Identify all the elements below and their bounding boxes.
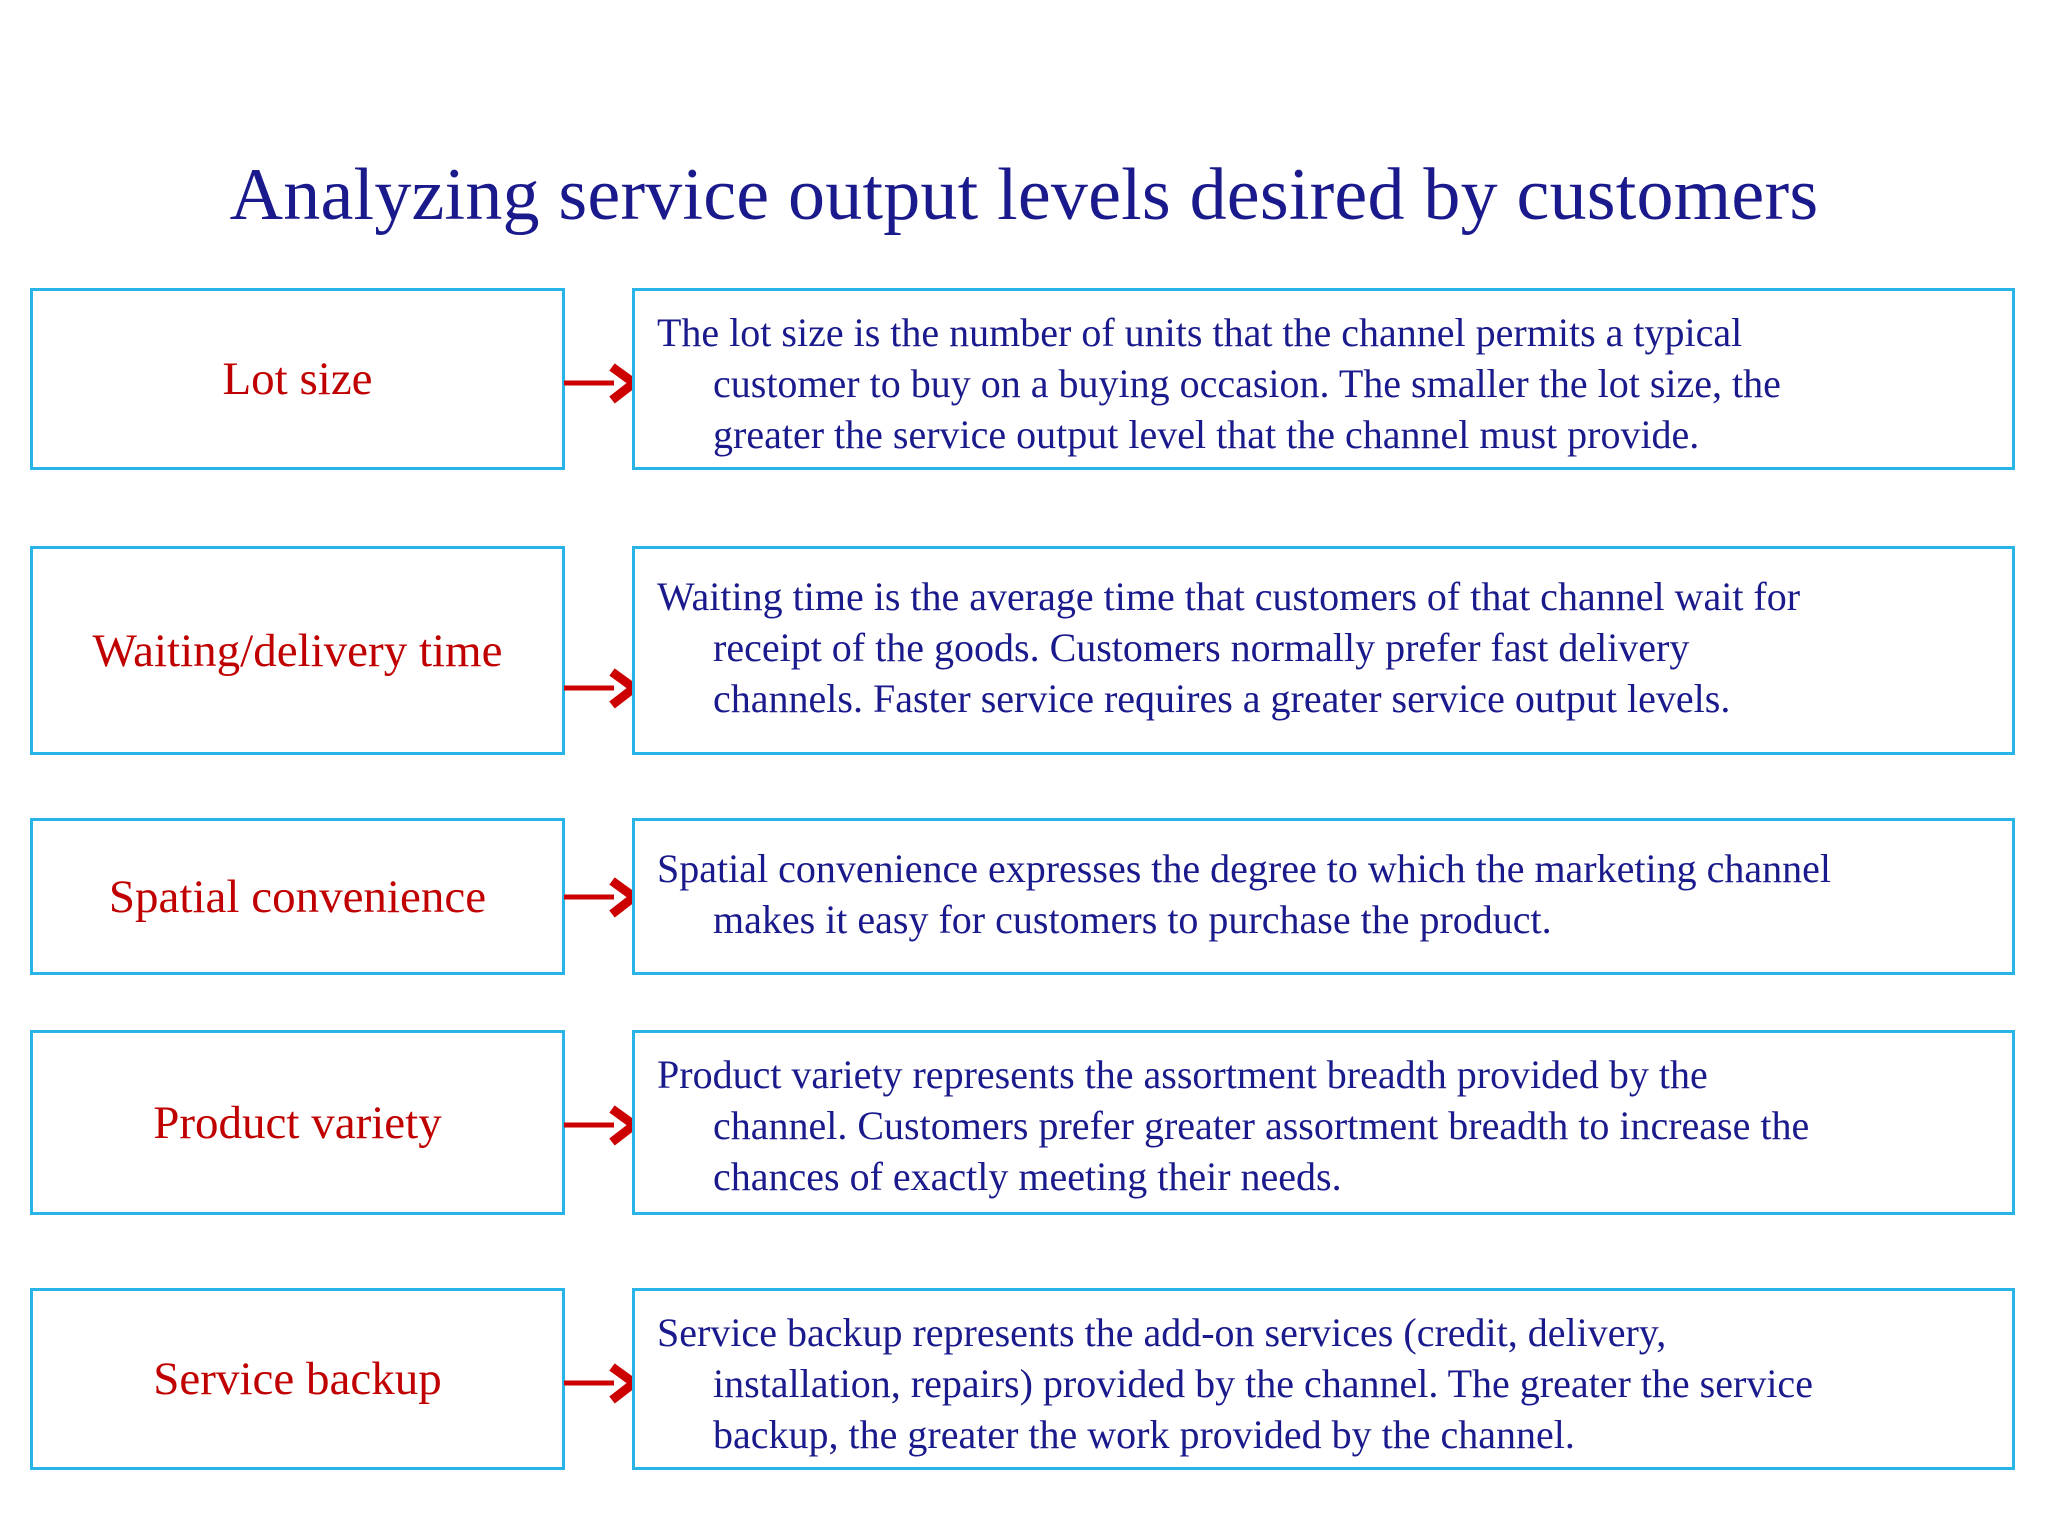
page-title: Analyzing service output levels desired …: [229, 153, 1819, 236]
description-line: installation, repairs) provided by the c…: [713, 1361, 1813, 1406]
description-line: Waiting time is the average time that cu…: [657, 574, 1801, 619]
description-line: backup, the greater the work provided by…: [713, 1412, 1575, 1457]
description-box-lot-size[interactable]: The lot size is the number of units that…: [632, 288, 2015, 470]
description-line: Product variety represents the assortmen…: [657, 1052, 1708, 1097]
right-arrow-icon: [562, 875, 640, 919]
term-label: Spatial convenience: [108, 870, 487, 923]
term-box-product-variety[interactable]: Product variety: [30, 1030, 565, 1215]
row-spatial-convenience: Spatial convenience Spatial convenience …: [0, 818, 2048, 975]
description-text: Waiting time is the average time that cu…: [635, 549, 2012, 724]
row-lot-size: Lot size The lot size is the number of u…: [0, 288, 2048, 470]
term-box-service-backup[interactable]: Service backup: [30, 1288, 565, 1470]
term-box-waiting-delivery-time[interactable]: Waiting/delivery time: [30, 546, 565, 755]
description-line: channel. Customers prefer greater assort…: [713, 1103, 1810, 1148]
description-box-spatial-convenience[interactable]: Spatial convenience expresses the degree…: [632, 818, 2015, 975]
term-label: Waiting/delivery time: [92, 624, 503, 677]
term-label: Service backup: [153, 1353, 442, 1405]
row-waiting-delivery-time: Waiting/delivery time Waiting time is th…: [0, 546, 2048, 755]
description-box-service-backup[interactable]: Service backup represents the add-on ser…: [632, 1288, 2015, 1470]
description-box-product-variety[interactable]: Product variety represents the assortmen…: [632, 1030, 2015, 1215]
description-line: customer to buy on a buying occasion. Th…: [713, 361, 1781, 406]
right-arrow-icon: [562, 1361, 640, 1405]
description-line: The lot size is the number of units that…: [657, 310, 1743, 355]
description-line: Spatial convenience expresses the degree…: [657, 846, 1831, 891]
term-box-spatial-convenience[interactable]: Spatial convenience: [30, 818, 565, 975]
description-line: makes it easy for customers to purchase …: [713, 897, 1552, 942]
description-box-waiting-delivery-time[interactable]: Waiting time is the average time that cu…: [632, 546, 2015, 755]
row-service-backup: Service backup Service backup represents…: [0, 1288, 2048, 1470]
description-line: chances of exactly meeting their needs.: [713, 1154, 1342, 1199]
description-line: receipt of the goods. Customers normally…: [713, 625, 1690, 670]
description-text: Spatial convenience expresses the degree…: [635, 821, 2012, 945]
right-arrow-icon: [562, 666, 640, 710]
description-line: channels. Faster service requires a grea…: [713, 676, 1731, 721]
description-text: Service backup represents the add-on ser…: [635, 1291, 2012, 1460]
term-label: Lot size: [222, 353, 373, 405]
description-line: greater the service output level that th…: [713, 412, 1700, 457]
term-box-lot-size[interactable]: Lot size: [30, 288, 565, 470]
right-arrow-icon: [562, 1103, 640, 1147]
description-text: Product variety represents the assortmen…: [635, 1033, 2012, 1202]
description-line: Service backup represents the add-on ser…: [657, 1310, 1667, 1355]
right-arrow-icon: [562, 361, 640, 405]
row-product-variety: Product variety Product variety represen…: [0, 1030, 2048, 1215]
description-text: The lot size is the number of units that…: [635, 291, 2012, 460]
term-label: Product variety: [153, 1096, 442, 1149]
